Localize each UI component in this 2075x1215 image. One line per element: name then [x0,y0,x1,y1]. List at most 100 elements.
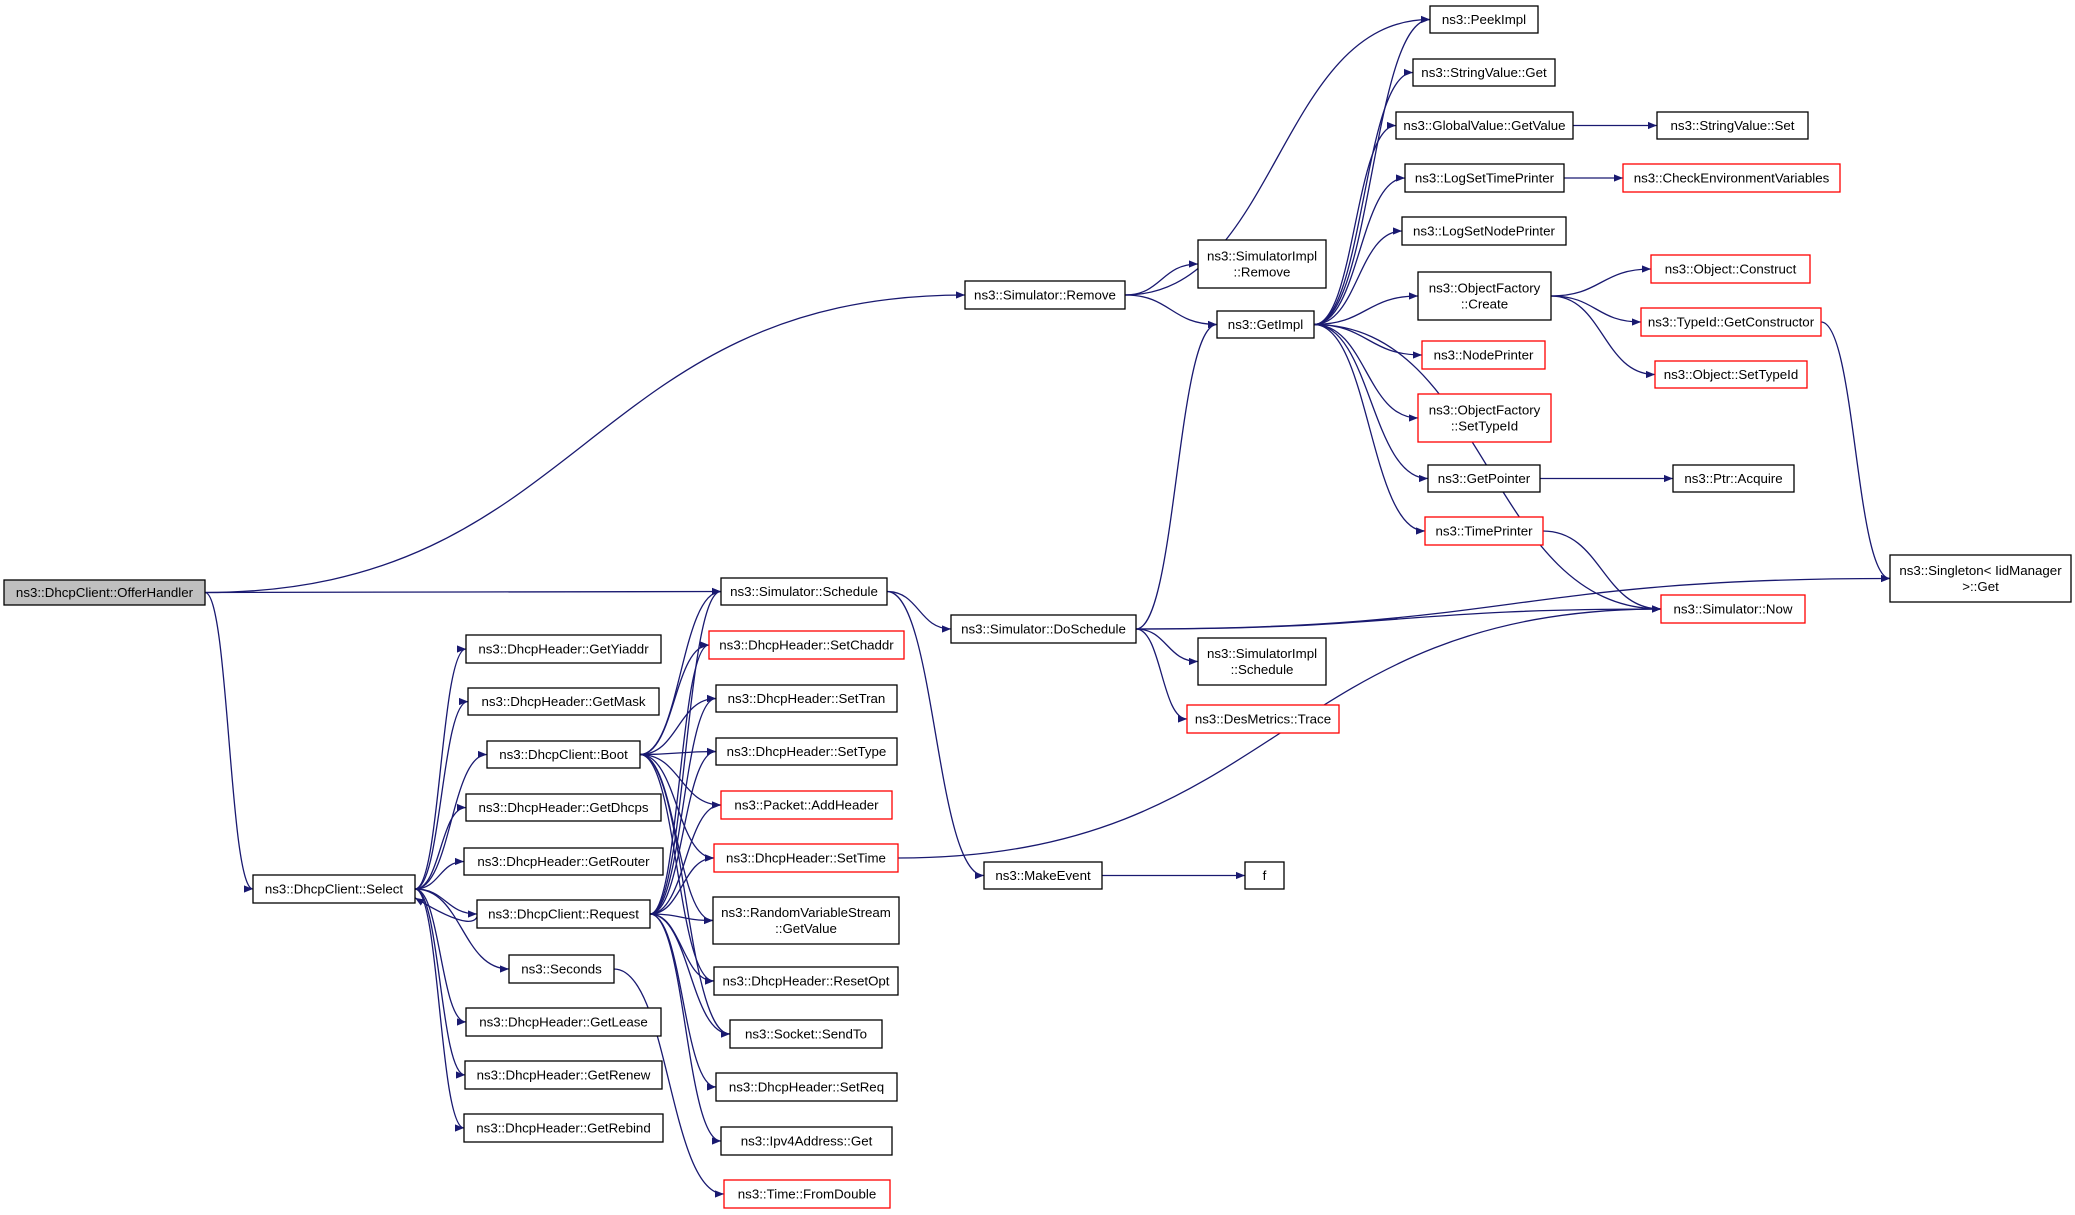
node-objectfactory_create[interactable]: ns3::ObjectFactory::Create [1417,271,1552,321]
node-ipv4address_get[interactable]: ns3::Ipv4Address::Get [720,1126,893,1156]
node-box[interactable] [1654,360,1808,389]
node-typeid_getconstructor[interactable]: ns3::TypeId::GetConstructor [1640,307,1822,337]
node-box[interactable] [983,861,1103,890]
node-globalvalue_getvalue[interactable]: ns3::GlobalValue::GetValue [1395,111,1574,140]
node-settime[interactable]: ns3::DhcpHeader::SetTime [713,843,899,873]
node-object_settypeid[interactable]: ns3::Object::SetTypeId [1654,360,1808,389]
node-box[interactable] [964,280,1126,310]
node-box[interactable] [463,847,664,876]
node-getlease[interactable]: ns3::DhcpHeader::GetLease [465,1007,662,1037]
node-box[interactable] [708,630,905,660]
node-socket_sendto[interactable]: ns3::Socket::SendTo [729,1019,883,1049]
node-logsettimeprinter[interactable]: ns3::LogSetTimePrinter [1404,163,1565,193]
node-box[interactable] [1197,637,1327,686]
node-boot[interactable]: ns3::DhcpClient::Boot [486,740,641,769]
node-getpointer[interactable]: ns3::GetPointer [1427,464,1541,493]
node-box[interactable] [729,1019,883,1049]
node-box[interactable] [1656,111,1809,140]
node-stringvalue_get[interactable]: ns3::StringValue::Get [1412,58,1556,87]
node-box[interactable] [950,614,1137,644]
node-box[interactable] [1421,340,1546,370]
node-getrenew[interactable]: ns3::DhcpHeader::GetRenew [464,1060,663,1090]
node-box[interactable] [720,577,888,606]
node-peekimpl[interactable]: ns3::PeekImpl [1429,5,1539,34]
node-settran[interactable]: ns3::DhcpHeader::SetTran [715,684,898,713]
node-timeprinter[interactable]: ns3::TimePrinter [1424,516,1544,546]
node-box[interactable] [715,684,898,713]
node-setreq[interactable]: ns3::DhcpHeader::SetReq [715,1072,898,1102]
node-box[interactable] [467,687,660,716]
node-box[interactable] [465,1007,662,1037]
node-resetopt[interactable]: ns3::DhcpHeader::ResetOpt [713,966,899,996]
node-box[interactable] [715,1072,898,1102]
node-nodeprinter[interactable]: ns3::NodePrinter [1421,340,1546,370]
node-box[interactable] [3,579,206,606]
node-box[interactable] [713,966,899,996]
node-getmask[interactable]: ns3::DhcpHeader::GetMask [467,687,660,716]
node-object_construct[interactable]: ns3::Object::Construct [1650,254,1811,284]
node-request[interactable]: ns3::DhcpClient::Request [476,899,651,929]
node-getyiaddr[interactable]: ns3::DhcpHeader::GetYiaddr [465,634,662,664]
node-box[interactable] [1427,464,1541,493]
node-desmetrics_trace[interactable]: ns3::DesMetrics::Trace [1186,704,1340,734]
node-box[interactable] [486,740,641,769]
node-box[interactable] [508,954,615,984]
node-box[interactable] [1424,516,1544,546]
node-checkenv[interactable]: ns3::CheckEnvironmentVariables [1622,163,1841,193]
node-getimpl[interactable]: ns3::GetImpl [1216,310,1315,339]
node-box[interactable] [252,874,416,904]
node-simimpl_schedule[interactable]: ns3::SimulatorImpl::Schedule [1197,637,1327,686]
node-sim_doschedule[interactable]: ns3::Simulator::DoSchedule [950,614,1137,644]
node-settype[interactable]: ns3::DhcpHeader::SetType [715,737,898,766]
node-box[interactable] [1429,5,1539,34]
node-objectfactory_settypeid[interactable]: ns3::ObjectFactory::SetTypeId [1417,393,1552,443]
node-box[interactable] [723,1179,891,1209]
node-box[interactable] [720,1126,893,1156]
node-box[interactable] [720,790,893,820]
node-time_fromdouble[interactable]: ns3::Time::FromDouble [723,1179,891,1209]
node-getrebind[interactable]: ns3::DhcpHeader::GetRebind [463,1113,664,1143]
node-box[interactable] [1889,554,2072,603]
node-box[interactable] [1417,393,1552,443]
node-simimpl_remove[interactable]: ns3::SimulatorImpl::Remove [1197,239,1327,289]
node-box[interactable] [715,737,898,766]
node-box[interactable] [1401,216,1567,246]
node-box[interactable] [1404,163,1565,193]
node-box[interactable] [1412,58,1556,87]
node-select[interactable]: ns3::DhcpClient::Select [252,874,416,904]
node-box[interactable] [1622,163,1841,193]
node-setchaddr[interactable]: ns3::DhcpHeader::SetChaddr [708,630,905,660]
node-box[interactable] [1650,254,1811,284]
node-box[interactable] [713,843,899,873]
node-box[interactable] [1660,594,1806,624]
node-sim_remove[interactable]: ns3::Simulator::Remove [964,280,1126,310]
node-seconds[interactable]: ns3::Seconds [508,954,615,984]
node-box[interactable] [1186,704,1340,734]
node-rvs_getvalue[interactable]: ns3::RandomVariableStream::GetValue [712,896,900,945]
node-sim_now[interactable]: ns3::Simulator::Now [1660,594,1806,624]
node-getdhcps[interactable]: ns3::DhcpHeader::GetDhcps [465,793,662,822]
node-box[interactable] [1640,307,1822,337]
node-box[interactable] [463,1113,664,1143]
node-makeevent[interactable]: ns3::MakeEvent [983,861,1103,890]
node-ptr_acquire[interactable]: ns3::Ptr::Acquire [1672,464,1795,493]
node-box[interactable] [712,896,900,945]
node-f[interactable]: f [1244,861,1285,890]
node-box[interactable] [1216,310,1315,339]
node-offerhandler[interactable]: ns3::DhcpClient::OfferHandler [3,579,206,606]
node-box[interactable] [464,1060,663,1090]
node-addheader[interactable]: ns3::Packet::AddHeader [720,790,893,820]
node-box[interactable] [465,634,662,664]
node-logsetnodeprinter[interactable]: ns3::LogSetNodePrinter [1401,216,1567,246]
node-box[interactable] [1417,271,1552,321]
node-box[interactable] [1672,464,1795,493]
node-box[interactable] [1395,111,1574,140]
node-box[interactable] [1197,239,1327,289]
node-box[interactable] [1244,861,1285,890]
node-singleton_get[interactable]: ns3::Singleton< IidManager>::Get [1889,554,2072,603]
node-stringvalue_set[interactable]: ns3::StringValue::Set [1656,111,1809,140]
node-box[interactable] [476,899,651,929]
node-sim_schedule[interactable]: ns3::Simulator::Schedule [720,577,888,606]
node-getrouter[interactable]: ns3::DhcpHeader::GetRouter [463,847,664,876]
node-box[interactable] [465,793,662,822]
